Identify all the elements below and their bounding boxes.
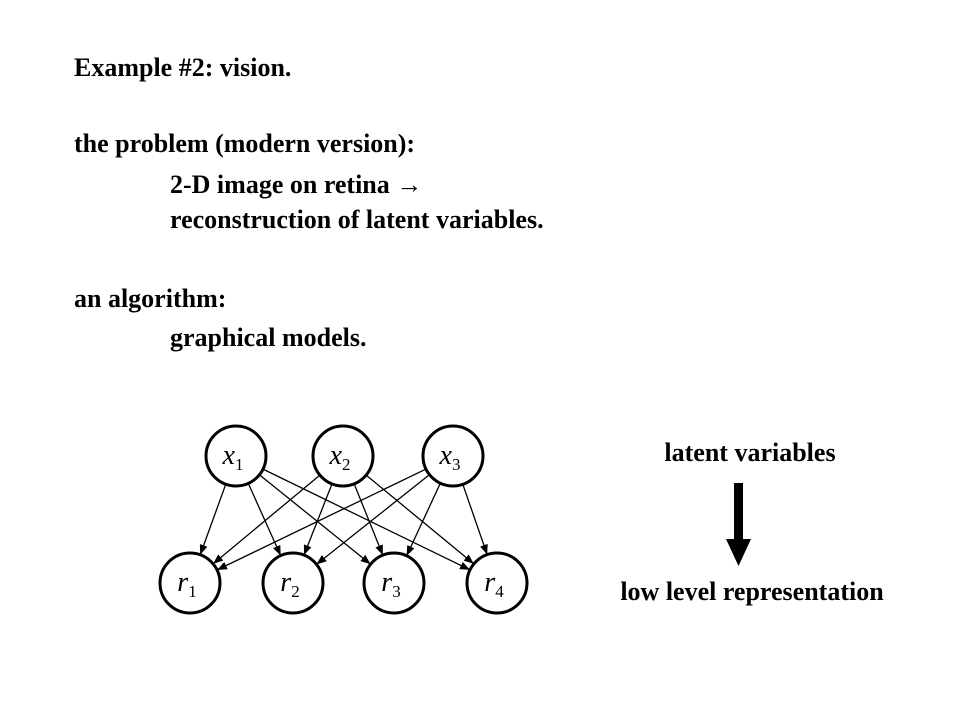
node-label: r2 bbox=[280, 567, 299, 601]
node-x3: x3 bbox=[421, 424, 485, 488]
edge-x1-r1 bbox=[199, 483, 227, 555]
node-circle bbox=[362, 551, 426, 615]
down-arrow-icon bbox=[726, 483, 751, 566]
edge-x3-r4 bbox=[462, 484, 488, 555]
node-circle bbox=[204, 424, 268, 488]
edge-x2-r3 bbox=[353, 483, 384, 556]
slide-heading: Example #2: vision. bbox=[74, 53, 292, 82]
algorithm-line-1: graphical models. bbox=[170, 323, 367, 352]
node-label: x3 bbox=[439, 440, 461, 474]
low-level-representation-caption: low level representation bbox=[620, 577, 884, 606]
edge-x2-r2 bbox=[303, 483, 333, 556]
edge-x2-r4 bbox=[365, 474, 474, 564]
edge-x3-r1 bbox=[217, 468, 427, 571]
algorithm-label: an algorithm: bbox=[74, 284, 227, 313]
edge-x1-r3 bbox=[258, 474, 371, 565]
node-r2: r2 bbox=[261, 551, 325, 615]
node-r1: r1 bbox=[158, 551, 222, 615]
edge-x3-r2 bbox=[316, 474, 430, 565]
node-label: r3 bbox=[381, 567, 400, 601]
problem-line-2: reconstruction of latent variables. bbox=[170, 205, 544, 234]
node-label: x1 bbox=[222, 440, 244, 474]
node-circle bbox=[311, 424, 375, 488]
node-circle bbox=[465, 551, 529, 615]
edge-x1-r2 bbox=[247, 483, 281, 556]
edge-x1-r4 bbox=[262, 468, 471, 571]
edge-x3-r3 bbox=[406, 482, 441, 556]
node-label: r1 bbox=[177, 567, 196, 601]
problem-line-1: 2-D image on retina → bbox=[170, 170, 423, 199]
node-circle bbox=[261, 551, 325, 615]
problem-label: the problem (modern version): bbox=[74, 129, 416, 158]
node-r4: r4 bbox=[465, 551, 529, 615]
node-x2: x2 bbox=[311, 424, 375, 488]
node-r3: r3 bbox=[362, 551, 426, 615]
edges bbox=[199, 468, 488, 571]
node-circle bbox=[158, 551, 222, 615]
node-label: r4 bbox=[484, 567, 504, 601]
node-circle bbox=[421, 424, 485, 488]
nodes: x1 x2 x3 r1 r2 r3 r4 bbox=[158, 424, 529, 615]
edge-x2-r1 bbox=[213, 474, 321, 564]
node-x1: x1 bbox=[204, 424, 268, 488]
node-label: x2 bbox=[329, 440, 351, 474]
latent-variables-caption: latent variables bbox=[664, 438, 835, 467]
